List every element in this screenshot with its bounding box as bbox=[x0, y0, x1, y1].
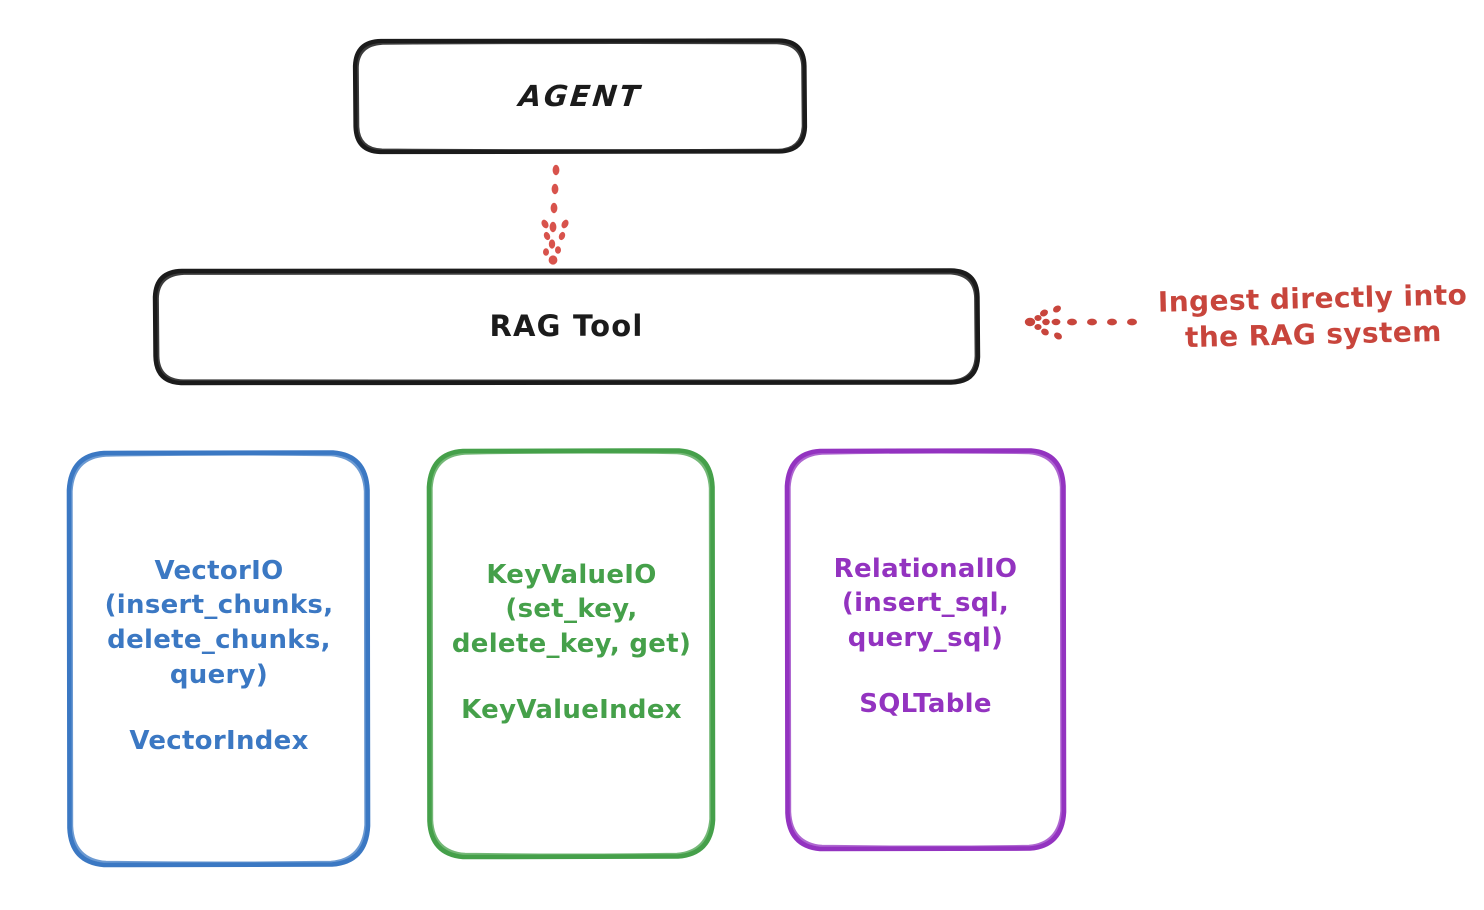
node-key-value-io-label: KeyValueIO (set_key, delete_key, get) bbox=[451, 559, 692, 659]
rag-tool-box-outline bbox=[152, 268, 981, 386]
node-key-value-io-sublabel: KeyValueIndex bbox=[461, 695, 682, 726]
node-rag-tool-label: RAG Tool bbox=[489, 309, 644, 344]
node-vector-io[interactable]: VectorIO (insert_chunks, delete_chunks, … bbox=[69, 452, 369, 866]
node-key-value-io[interactable]: KeyValueIO (set_key, delete_key, get) Ke… bbox=[430, 450, 713, 857]
key-value-io-box-outline bbox=[426, 448, 716, 860]
connector-agent-to-rag-tool bbox=[541, 164, 569, 265]
vector-io-box-outline bbox=[66, 450, 371, 868]
node-vector-io-label: VectorIO (insert_chunks, delete_chunks, … bbox=[104, 555, 334, 690]
node-relational-io[interactable]: RelationalIO (insert_sql, query_sql) SQL… bbox=[787, 450, 1064, 849]
agent-box-outline bbox=[352, 38, 808, 155]
relational-io-box-outline bbox=[784, 448, 1067, 852]
node-relational-io-content: RelationalIO (insert_sql, query_sql) SQL… bbox=[787, 552, 1064, 720]
connector-ingest-to-rag-tool bbox=[1024, 305, 1137, 340]
node-rag-tool[interactable]: RAG Tool bbox=[155, 270, 978, 384]
annotation-ingest-directly-into-rag-system: Ingest directly into the RAG system bbox=[1157, 278, 1468, 355]
node-agent[interactable]: AGENT bbox=[355, 40, 805, 153]
node-vector-io-content: VectorIO (insert_chunks, delete_chunks, … bbox=[69, 554, 369, 756]
node-agent-label: AGENT bbox=[516, 78, 644, 113]
node-relational-io-sublabel: SQLTable bbox=[859, 689, 992, 720]
node-vector-io-sublabel: VectorIndex bbox=[129, 726, 309, 757]
node-relational-io-label: RelationalIO (insert_sql, query_sql) bbox=[833, 553, 1018, 653]
node-key-value-io-content: KeyValueIO (set_key, delete_key, get) Ke… bbox=[430, 558, 713, 726]
